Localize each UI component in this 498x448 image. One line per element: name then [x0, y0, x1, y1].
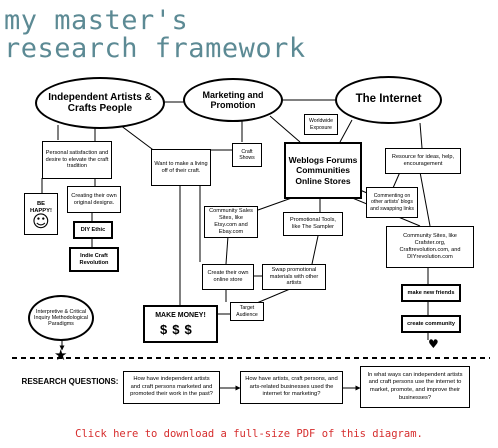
oval-the-internet: The Internet	[335, 76, 442, 124]
line-sales-store	[225, 235, 229, 265]
heart-icon: ♥	[428, 337, 439, 351]
line-resource-communitysites	[419, 171, 431, 227]
title-line-2: research framework	[4, 33, 306, 64]
star-icon: ★	[54, 346, 68, 364]
box-indie-craft-revolution: Indie Craft Revolution	[69, 247, 119, 272]
download-pdf-link[interactable]: Click here to download a full-size PDF o…	[75, 428, 423, 440]
box-weblogs-hub: Weblogs Forums Communities Online Stores	[284, 142, 362, 199]
box-community-sites: Community Sites, like Crafster.org, Craf…	[386, 226, 474, 268]
box-swap-materials: Swap promotional materials with other ar…	[262, 264, 326, 290]
smiley-icon: ☺	[32, 212, 50, 232]
question-1: How have independent artists and craft p…	[123, 371, 220, 404]
make-money-label: MAKE MONEY!	[155, 312, 206, 319]
box-create-community: create community	[401, 315, 461, 333]
oval-paradigms: Interpretive & Critical Inquiry Methodol…	[28, 295, 94, 341]
title-line-1: my master's	[4, 5, 189, 36]
oval-marketing-promotion: Marketing and Promotion	[183, 78, 283, 122]
box-online-store: Create their own online store	[202, 264, 254, 290]
box-make-money: MAKE MONEY!	[143, 305, 218, 343]
question-2: How have artists, craft persons, and art…	[240, 371, 343, 404]
box-personal-satisfaction: Personal satisfaction and desire to elev…	[42, 141, 112, 179]
box-commenting-blogs: Commenting on other artists' blogs and s…	[366, 187, 418, 218]
box-community-sales: Community Sales Sites, like Etsy.com and…	[204, 206, 258, 238]
be-happy-label: BE HAPPY!	[30, 201, 52, 215]
line-resource-commenting	[392, 171, 401, 189]
line-internet-weblogs	[339, 119, 353, 143]
box-be-happy: BE HAPPY!	[24, 193, 58, 235]
line-promo-swap	[311, 235, 319, 265]
question-3: In what ways can independent artists and…	[360, 366, 470, 408]
box-worldwide-exposure: Worldwide Exposure	[304, 114, 338, 135]
line-marketing-weblogs	[269, 115, 301, 143]
box-creating-designs: Creating their own original designs.	[67, 186, 121, 213]
box-make-friends: make new friends	[401, 284, 461, 302]
box-want-living: Want to make a living off of their craft…	[151, 149, 211, 186]
oval-independent-artists: Independent Artists & Crafts People	[35, 77, 165, 129]
research-questions-label: RESEARCH QUESTIONS:	[21, 377, 119, 386]
box-target-audience: Target Audience	[230, 302, 264, 321]
box-resource-ideas: Resource for ideas, help, encouragement	[385, 148, 461, 174]
dollar-signs: $$$	[160, 322, 197, 337]
box-diy-ethic: DIY Ethic	[73, 221, 113, 239]
line-internet-resource	[419, 122, 423, 149]
box-promotional-tools: Promotional Tools, like The Sampler	[283, 212, 343, 236]
box-craft-shows: Craft Shows	[232, 143, 262, 167]
